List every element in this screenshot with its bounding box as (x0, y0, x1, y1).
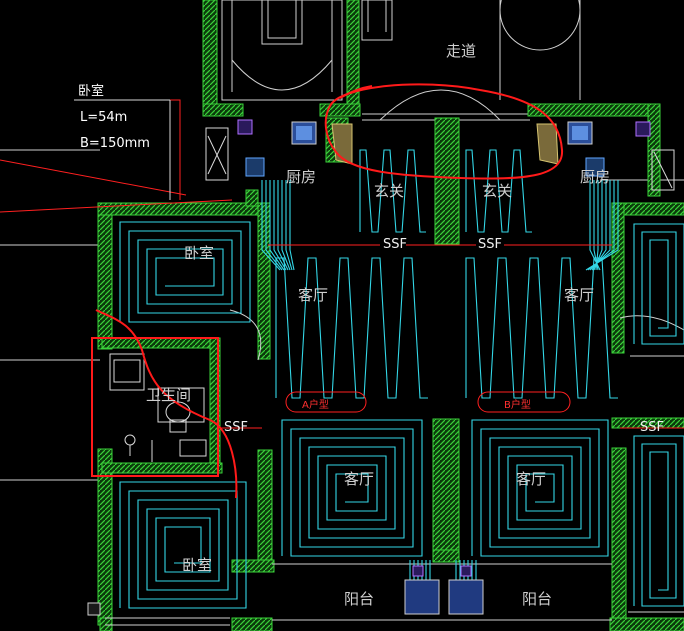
ssf-label-1: SSF (383, 237, 407, 252)
room-living-left-top: 客厅 (298, 286, 329, 304)
room-living-right-top: 客厅 (564, 286, 595, 304)
pipe-loop (359, 149, 426, 233)
tag-frames (285, 391, 571, 413)
note-length: L=54m (80, 110, 128, 125)
room-balcony-left: 阳台 (344, 590, 375, 608)
pipe-loop (465, 257, 618, 399)
pipe-loop (289, 180, 295, 271)
pipe-loop (119, 481, 247, 609)
room-corridor: 走道 (446, 42, 477, 60)
room-bedroom-bottom: 卧室 (182, 556, 213, 574)
pipe-loop (585, 180, 619, 271)
pipe-loop (265, 180, 283, 271)
room-bathroom: 卫生间 (146, 386, 192, 404)
pipe-loop (275, 257, 428, 399)
note-title: 卧室 (78, 84, 105, 99)
pipe-loop (269, 180, 285, 271)
pipe-loop (273, 180, 287, 271)
pipe-loop (633, 223, 684, 345)
room-entrance-left: 玄关 (374, 182, 405, 200)
room-living-left-center: 客厅 (344, 470, 375, 488)
tag-unit-a: A户型 (302, 400, 329, 411)
pipe-loop (471, 419, 609, 557)
note-frame (74, 99, 171, 200)
highlight-marks (91, 83, 564, 499)
room-kitchen-left: 厨房 (286, 168, 317, 186)
doors (205, 127, 675, 191)
room-bedroom-top: 卧室 (184, 244, 215, 262)
room-living-right-center: 客厅 (516, 470, 547, 488)
room-kitchen-right: 厨房 (580, 168, 611, 186)
pipe-loop (261, 180, 281, 271)
pipe-loop (285, 180, 293, 271)
balcony-linework (105, 309, 684, 626)
ssf-lines (221, 244, 684, 429)
manifolds (87, 119, 651, 616)
pipe-loop (465, 149, 532, 233)
stair-linework (0, 0, 684, 481)
pipe-loop (281, 419, 423, 557)
pipe-loop (277, 180, 289, 271)
pipe-loop (119, 221, 251, 323)
note-spacing: B=150mm (80, 136, 150, 151)
tag-unit-b: B户型 (504, 400, 531, 411)
pipe-loop (633, 435, 684, 607)
bathroom-fixtures (109, 353, 207, 462)
room-balcony-right: 阳台 (522, 590, 553, 608)
ssf-label-3: SSF (224, 420, 248, 435)
ssf-label-2: SSF (478, 237, 502, 252)
ssf-label-4: SSF (640, 420, 664, 435)
pipe-loop (281, 180, 291, 271)
room-entrance-right: 玄关 (482, 182, 513, 200)
